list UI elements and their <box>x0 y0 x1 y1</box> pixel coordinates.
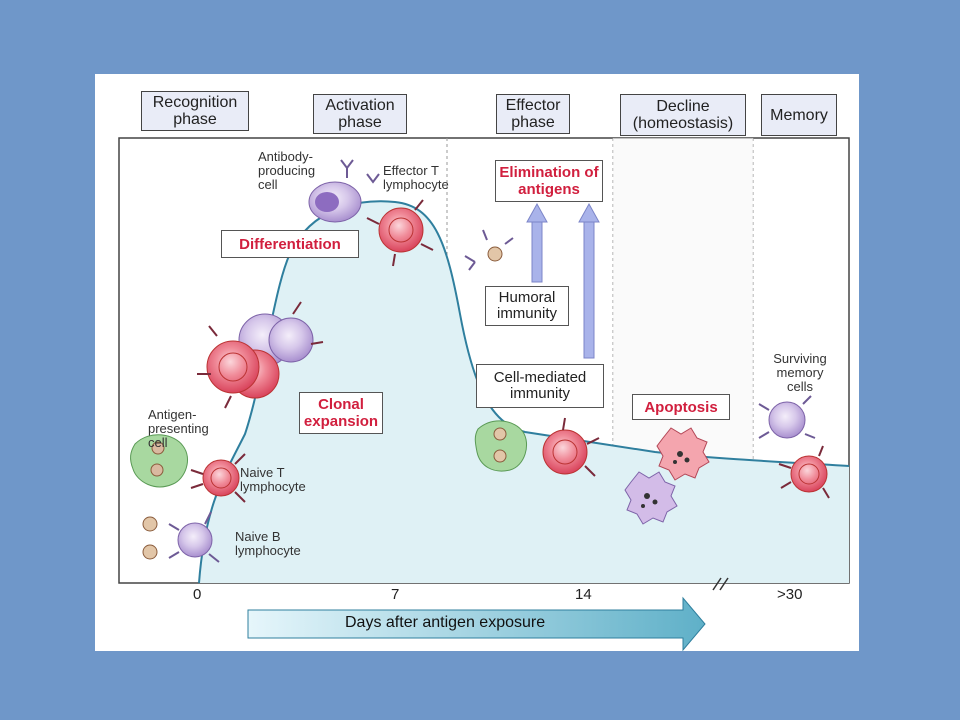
cell-mediated-arrow <box>578 202 600 359</box>
clonal-expansion-label: Clonal expansion <box>299 392 383 434</box>
phase-recognition: Recognition phase <box>141 91 249 131</box>
apoptosis-label: Apoptosis <box>632 394 730 420</box>
apoptotic-b-cell-icon <box>624 471 678 525</box>
naive-b-cell-icon <box>168 511 220 563</box>
phase-memory: Memory <box>761 94 837 136</box>
naive-t-cell-icon <box>190 453 246 503</box>
phase-activation: Activation phase <box>313 94 407 134</box>
days-axis-label: Days after antigen exposure <box>345 614 546 631</box>
antibody-producing-cell-label: Antibody-producing cell <box>258 149 316 192</box>
phase-decline: Decline (homeostasis) <box>620 94 746 136</box>
antibody-antigen-complex-icon <box>464 229 514 271</box>
antigen-icon <box>142 516 158 560</box>
humoral-immunity-label: Humoral immunity <box>485 286 569 326</box>
tick-day-0: 0 <box>193 586 202 603</box>
memory-b-cell-icon <box>758 395 816 439</box>
cell-mediated-immunity-label: Cell-mediated immunity <box>476 364 604 408</box>
tick-day-7: 7 <box>391 586 400 603</box>
naive-t-lymphocyte-label: Naive T lymphocyte <box>240 465 306 494</box>
response-curve <box>198 200 850 584</box>
phase-effector: Effector phase <box>496 94 570 134</box>
tick-day-30: >30 <box>777 586 803 603</box>
axis-break <box>719 577 729 591</box>
humoral-arrow <box>526 202 548 283</box>
differentiation-label: Differentiation <box>221 230 359 258</box>
antigen-presenting-cell-label: Antigen-presenting cell <box>148 407 209 450</box>
effector-t-cell-icon <box>366 199 434 267</box>
effector-t-lymphocyte-label: Effector T lymphocyte <box>383 163 449 192</box>
memory-t-cell-icon <box>778 445 830 499</box>
elimination-label: Elimination of antigens <box>495 160 603 202</box>
antigen-presenting-cell-icon <box>130 434 188 488</box>
tick-day-14: 14 <box>575 586 592 603</box>
clonal-expansion-cells-icon <box>197 301 324 409</box>
response-curve-fill <box>199 201 849 583</box>
effector-apc-icon <box>474 420 527 472</box>
surviving-memory-cells-label: Surviving memory cells <box>773 351 827 394</box>
antibody-producing-cell-icon <box>308 159 380 223</box>
slide: Recognition phase Activation phase Effec… <box>95 74 859 651</box>
effector-t-cell-2-icon <box>542 417 600 477</box>
lymphocyte-response-diagram <box>118 137 850 651</box>
apoptotic-t-cell-icon <box>656 427 710 481</box>
days-axis-arrow <box>247 596 706 651</box>
naive-b-lymphocyte-label: Naive B lymphocyte <box>235 529 301 558</box>
axis-break <box>712 577 722 591</box>
